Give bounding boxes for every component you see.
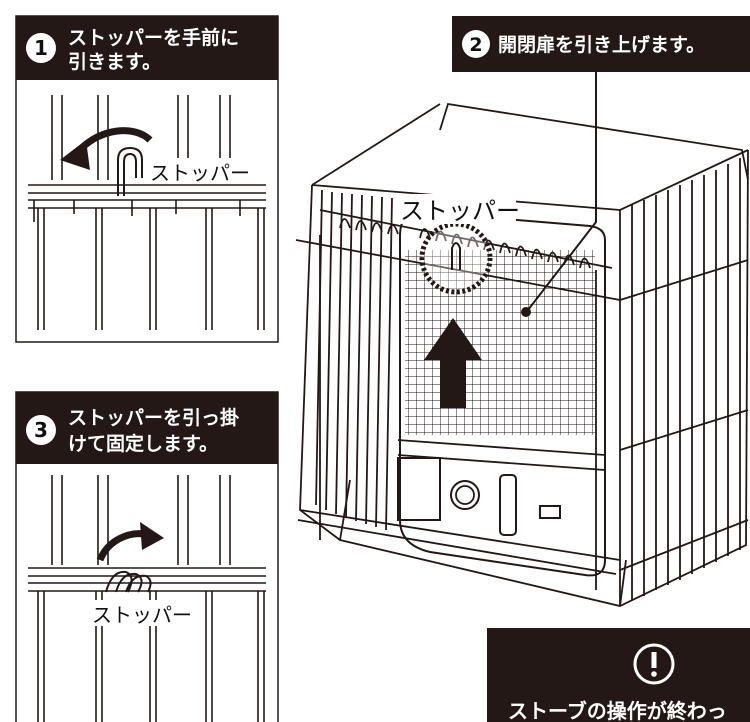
- step3-title-line1: ストッパーを引っ掛: [68, 406, 239, 429]
- step1-title-line1: ストッパーを手前に: [68, 26, 239, 49]
- stove-indicator: [539, 505, 561, 519]
- step3-stopper-latched: [105, 570, 152, 593]
- step1-stopper-label: ストッパー: [150, 161, 250, 185]
- step1-title-line2: 引きます。: [68, 51, 161, 73]
- step2-number-badge: [462, 30, 490, 58]
- step2-header: 2 開閉扉を引き上げます。: [452, 16, 750, 317]
- step3-push-arrow: [96, 522, 164, 562]
- step3-grille: [28, 475, 266, 722]
- step2-number: 2: [469, 34, 482, 56]
- step1-stopper-hook: [117, 146, 143, 196]
- step1-pull-arrow: [60, 127, 153, 170]
- warning-box: ストーブの操作が終わっ: [487, 628, 750, 722]
- step1-panel: 1 ストッパーを手前に 引きます。 ストッパー: [15, 15, 279, 343]
- exclamation-circle-icon: [633, 643, 675, 685]
- step3-panel: 3 ストッパーを引っ掛 けて固定します。 ストッパー: [15, 391, 279, 722]
- stove-guard-illustration: [295, 102, 749, 607]
- step1-number: 1: [34, 36, 48, 60]
- step2-stopper-label: ストッパー: [400, 197, 520, 225]
- step2-lift-arrow: [424, 318, 482, 408]
- step3-stopper-label: ストッパー: [92, 603, 192, 627]
- stove-lever: [499, 474, 517, 536]
- step2-title: 開閉扉を引き上げます。: [498, 33, 705, 56]
- stove-display-window: [397, 457, 441, 521]
- step3-number-badge: [26, 415, 56, 445]
- step1-number-badge: [26, 33, 56, 63]
- stove-dial-knob: [450, 480, 480, 510]
- warning-text: ストーブの操作が終わっ: [508, 699, 727, 722]
- step3-number: 3: [34, 418, 48, 442]
- step3-header: [16, 392, 278, 464]
- step1-header: [16, 16, 278, 80]
- step2-stopper-highlight: [419, 221, 493, 295]
- step3-title-line2: けて固定します。: [68, 432, 218, 455]
